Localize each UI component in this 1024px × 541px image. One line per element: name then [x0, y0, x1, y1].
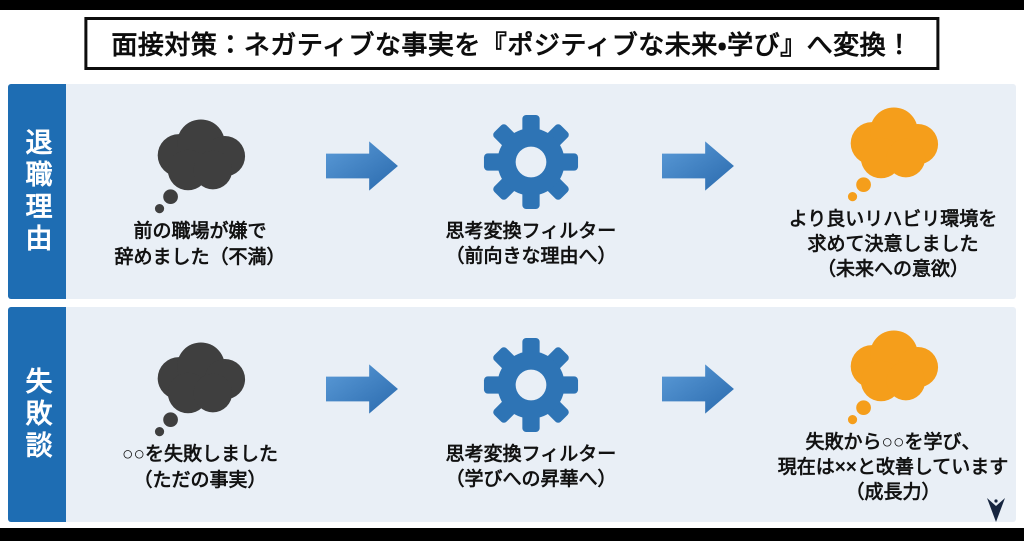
row-label-resignation: 退職理由 — [8, 84, 66, 299]
rows-container: 退職理由 前の職場が嫌で 辞めました（不満） — [8, 84, 1016, 522]
filter-step: 思考変換フィルター （前向きな理由へ） — [400, 114, 662, 269]
arrow-right-icon — [326, 140, 398, 191]
thought-cloud-icon — [154, 342, 246, 437]
filter-caption: 思考変換フィルター （学びへの昇華へ） — [445, 442, 616, 492]
filter-caption: 思考変換フィルター （前向きな理由へ） — [445, 219, 616, 269]
caption-line: 思考変換フィルター — [445, 443, 617, 465]
brand-logo-icon — [987, 498, 1005, 522]
row-resignation-reason: 退職理由 前の職場が嫌で 辞めました（不満） — [8, 84, 1016, 299]
caption-line: 辞めました（不満） — [114, 246, 286, 268]
positive-caption: より良いリハビリ環境を 求めて決意しました （未来への意欲） — [789, 207, 998, 282]
row-failure-story: 失敗談 ○○を失敗しました （ただの事実） — [8, 307, 1016, 522]
caption-line: （未来への意欲） — [816, 259, 969, 281]
caption-line: 現在は××と改善しています — [777, 456, 1009, 478]
row-label-failure: 失敗談 — [8, 307, 66, 522]
flow-arrow — [662, 139, 736, 193]
caption-line: より良いリハビリ環境を — [788, 208, 998, 230]
caption-line: （ただの事実） — [133, 469, 267, 491]
positive-caption: 失敗から○○を学び、 現在は××と改善しています （成長力） — [778, 430, 1009, 505]
negative-caption: 前の職場が嫌で 辞めました（不満） — [114, 219, 285, 269]
flow-arrow — [662, 362, 736, 416]
row-content: ○○を失敗しました （ただの事実） — [66, 307, 1016, 522]
letterbox-top — [0, 0, 1024, 10]
caption-line: 求めて決意しました — [807, 233, 979, 255]
caption-line: （成長力） — [845, 482, 941, 504]
flow-arrow — [326, 139, 400, 193]
positive-step: より良いリハビリ環境を 求めて決意しました （未来への意欲） — [736, 101, 1016, 282]
caption-line: 思考変換フィルター — [445, 220, 617, 242]
flow-arrow — [326, 362, 400, 416]
gear-icon — [483, 114, 579, 209]
arrow-right-icon — [326, 363, 398, 414]
caption-line: 前の職場が嫌で — [133, 221, 267, 243]
negative-step: ○○を失敗しました （ただの事実） — [74, 336, 326, 492]
caption-line: （学びへの昇華へ） — [445, 469, 617, 490]
negative-step: 前の職場が嫌で 辞めました（不満） — [74, 113, 326, 269]
page-title: 面接対策：ネガティブな事実を『ポジティブな未来・学び』へ変換！ — [111, 30, 913, 60]
row-content: 前の職場が嫌で 辞めました（不満） — [66, 84, 1016, 299]
filter-step: 思考変換フィルター （学びへの昇華へ） — [400, 337, 662, 492]
letterbox-bottom — [0, 528, 1024, 541]
caption-line: 失敗から○○を学び、 — [805, 431, 981, 453]
thought-cloud-icon — [847, 107, 939, 202]
thought-cloud-icon — [847, 330, 939, 425]
gear-icon — [483, 337, 579, 432]
negative-caption: ○○を失敗しました （ただの事実） — [122, 442, 278, 492]
title-banner: 面接対策：ネガティブな事実を『ポジティブな未来・学び』へ変換！ — [84, 17, 940, 70]
caption-line: ○○を失敗しました — [122, 444, 278, 466]
arrow-right-icon — [662, 140, 734, 191]
positive-step: 失敗から○○を学び、 現在は××と改善しています （成長力） — [736, 324, 1016, 505]
arrow-right-icon — [662, 363, 734, 414]
thought-cloud-icon — [154, 119, 246, 214]
caption-line: （前向きな理由へ） — [445, 246, 617, 267]
